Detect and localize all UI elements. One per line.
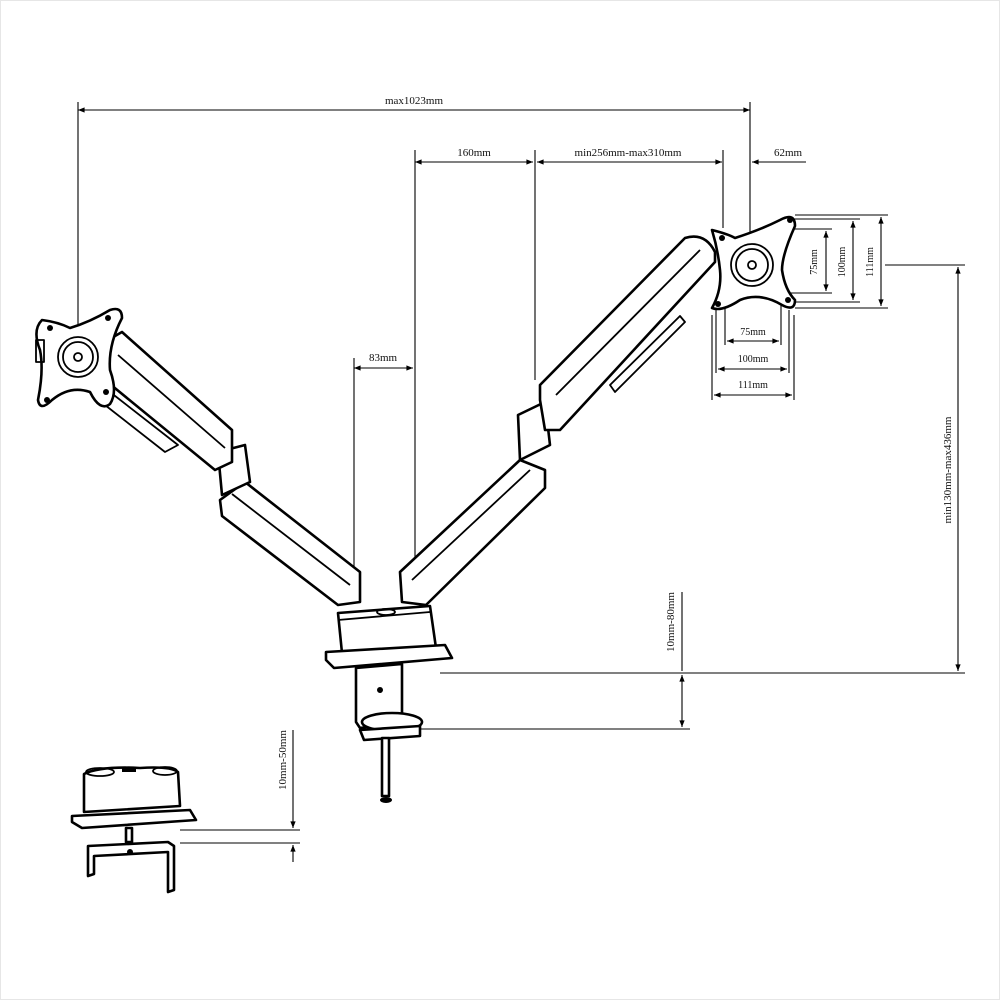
label-vesa-h-75: 75mm — [740, 327, 766, 338]
label-pole-offset: 83mm — [369, 352, 398, 364]
label-max-reach: max1023mm — [385, 95, 443, 107]
dimension-forearm-length: min256mm-max310mm — [537, 147, 724, 228]
label-forearm-length: min256mm-max310mm — [575, 147, 682, 159]
dimension-max-reach: max1023mm — [77, 95, 751, 330]
label-vesa-offset: 62mm — [774, 147, 803, 159]
label-vesa-h-111: 111mm — [738, 380, 768, 391]
label-pole-to-elbow: 160mm — [457, 147, 491, 159]
base — [324, 604, 454, 670]
label-grommet: 10mm-50mm — [277, 730, 289, 790]
dimension-height-range: min130mm-max436mm — [440, 264, 965, 674]
label-vesa-v-75: 75mm — [809, 249, 820, 275]
dimension-desk-clamp: 10mm-80mm — [420, 592, 690, 730]
label-height-range: min130mm-max436mm — [942, 416, 954, 523]
dimension-pole-to-elbow: 160mm — [414, 147, 536, 590]
label-vesa-v-100: 100mm — [837, 247, 848, 278]
label-vesa-h-100: 100mm — [738, 354, 769, 365]
left-arm — [95, 330, 362, 607]
grommet-mount — [70, 766, 198, 894]
label-vesa-v-111: 111mm — [865, 247, 876, 277]
dimension-vesa-offset: 62mm — [752, 147, 806, 165]
dimension-vesa-vertical: 75mm 100mm 111mm — [782, 214, 888, 309]
right-arm — [398, 235, 717, 607]
left-vesa-plate — [35, 307, 124, 408]
dimension-grommet: 10mm-50mm — [180, 730, 300, 862]
dimension-pole-offset: 83mm — [353, 352, 413, 590]
label-desk-clamp: 10mm-80mm — [665, 592, 677, 652]
desk-clamp — [354, 662, 424, 803]
dimension-vesa-horizontal: 75mm 100mm 111mm — [711, 305, 795, 400]
right-vesa-plate — [710, 215, 797, 311]
